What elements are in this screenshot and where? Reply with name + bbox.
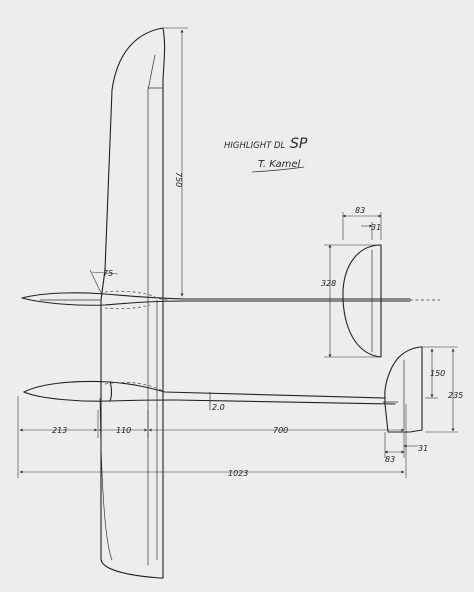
wing-root-label: 110 bbox=[116, 426, 131, 435]
fin-tip-label: 31 bbox=[418, 444, 428, 453]
length-dimensions bbox=[17, 396, 407, 478]
fin-side-view bbox=[384, 346, 458, 458]
fin-height-label: 150 bbox=[430, 369, 445, 378]
stabilizer-planform bbox=[324, 212, 382, 358]
wing-span-label: 750 bbox=[174, 172, 183, 187]
signature-underline bbox=[251, 166, 305, 173]
stab-span-label: 328 bbox=[321, 279, 336, 288]
boom-dia-label: 2.0 bbox=[212, 403, 225, 412]
nose-length-label: 213 bbox=[52, 426, 67, 435]
overall-length-label: 1023 bbox=[228, 469, 248, 478]
dihedral-label: 75 bbox=[103, 269, 113, 278]
drawing-title: HIGHLIGHT DL bbox=[224, 141, 286, 151]
tail-moment-label: 700 bbox=[273, 426, 288, 435]
fuselage-top-view bbox=[21, 269, 440, 310]
fuselage-side-view bbox=[23, 380, 399, 411]
fin-chord-label: 83 bbox=[385, 455, 395, 464]
span-dimension bbox=[164, 27, 188, 297]
stab-chord-label: 83 bbox=[355, 206, 365, 215]
author-signature: T. Kamel bbox=[258, 159, 301, 170]
drawing-title-suffix: SP bbox=[290, 136, 308, 152]
fin-total-height-label: 235 bbox=[448, 391, 463, 400]
stab-tip-label: 31 bbox=[371, 223, 381, 232]
